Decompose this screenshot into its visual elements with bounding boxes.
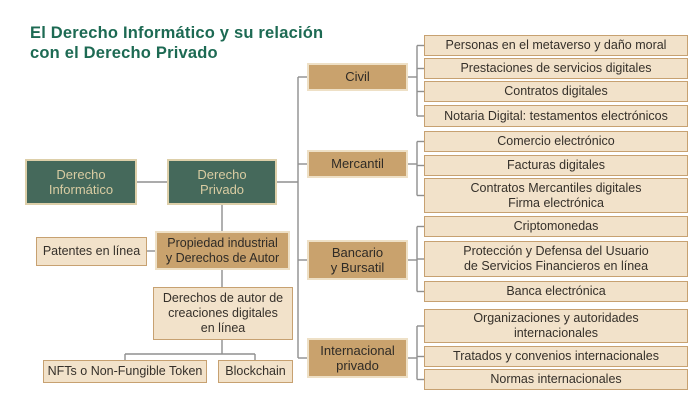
node-label: Blockchain	[225, 364, 286, 379]
page-title-line: con el Derecho Privado	[30, 44, 218, 63]
node-propiedad-industrial: Propiedad industrial y Derechos de Autor	[155, 231, 290, 270]
leaf-banca-electronica: Banca electrónica	[424, 281, 688, 302]
node-label: NFTs o Non-Fungible Token	[47, 364, 203, 379]
branch-label: Mercantil	[331, 156, 384, 172]
leaf-label: Notaria Digital: testamentos electrónico…	[444, 108, 668, 123]
branch-label-line: Bancario	[331, 244, 384, 260]
leaf-label: Prestaciones de servicios digitales	[460, 61, 652, 76]
node-label-line: Derecho	[197, 166, 247, 182]
branch-label-line: y Bursatil	[330, 260, 385, 275]
page-title: El Derecho Informático y su relación con…	[30, 23, 323, 64]
node-derecho-privado: Derecho Privado	[167, 159, 277, 205]
node-blockchain: Blockchain	[218, 360, 293, 383]
node-nfts: NFTs o Non-Fungible Token	[43, 360, 207, 383]
leaf-criptomonedas: Criptomonedas	[424, 216, 688, 237]
leaf-label: Tratados y convenios internacionales	[453, 349, 659, 364]
leaf-notaria-digital: Notaria Digital: testamentos electrónico…	[424, 105, 688, 127]
branch-label-line: Internacional	[320, 342, 395, 358]
leaf-prestaciones-servicios: Prestaciones de servicios digitales	[424, 58, 688, 79]
leaf-label: Normas internacionales	[490, 372, 622, 387]
node-derecho-informatico: Derecho Informático	[25, 159, 137, 205]
node-patentes-en-linea: Patentes en línea	[36, 237, 147, 266]
leaf-label: Personas en el metaverso y daño moral	[445, 38, 667, 53]
leaf-label-line: Firma electrónica	[508, 195, 604, 210]
leaf-comercio-electronico: Comercio electrónico	[424, 131, 688, 152]
node-label-line: Derechos de autor de	[162, 291, 284, 306]
branch-internacional-privado: Internacional privado	[307, 338, 408, 378]
node-label: Patentes en línea	[42, 244, 141, 259]
node-label-line: creaciones digitales	[168, 306, 278, 321]
leaf-label: Banca electrónica	[506, 284, 606, 299]
leaf-normas-internacionales: Normas internacionales	[424, 369, 688, 390]
leaf-proteccion-usuario: Protección y Defensa del Usuario de Serv…	[424, 241, 688, 277]
node-label-line: Derecho	[56, 166, 106, 182]
branch-label: Civil	[345, 69, 370, 85]
branch-label-line: privado	[336, 358, 379, 373]
leaf-contratos-mercantiles: Contratos Mercantiles digitales Firma el…	[424, 178, 688, 213]
leaf-label: Comercio electrónico	[497, 134, 615, 149]
branch-bancario-bursatil: Bancario y Bursatil	[307, 240, 408, 280]
branch-mercantil: Mercantil	[307, 150, 408, 178]
page-title-line: El Derecho Informático y su relación	[30, 24, 324, 42]
leaf-tratados-convenios: Tratados y convenios internacionales	[424, 346, 688, 367]
node-label-line: Privado	[199, 182, 245, 197]
leaf-organizaciones-autoridades: Organizaciones y autoridades internacion…	[424, 309, 688, 343]
leaf-label-line: Organizaciones y autoridades	[473, 311, 639, 326]
node-label-line: Propiedad industrial	[167, 235, 278, 250]
node-label-line: Informático	[48, 182, 114, 197]
leaf-facturas-digitales: Facturas digitales	[424, 155, 688, 176]
node-label-line: y Derechos de Autor	[165, 250, 280, 265]
leaf-label: Criptomonedas	[513, 219, 599, 234]
leaf-personas-metaverso: Personas en el metaverso y daño moral	[424, 35, 688, 56]
leaf-label-line: Contratos Mercantiles digitales	[470, 180, 642, 195]
leaf-label-line: de Servicios Financieros en línea	[463, 259, 649, 273]
leaf-label-line: internacionales	[513, 326, 599, 340]
leaf-contratos-digitales: Contratos digitales	[424, 81, 688, 102]
leaf-label: Facturas digitales	[507, 158, 605, 173]
leaf-label: Contratos digitales	[504, 84, 608, 99]
branch-civil: Civil	[307, 63, 408, 91]
leaf-label-line: Protección y Defensa del Usuario	[463, 244, 649, 259]
node-label-line: en línea	[200, 320, 246, 335]
node-derechos-autor-digital: Derechos de autor de creaciones digitale…	[153, 287, 293, 340]
